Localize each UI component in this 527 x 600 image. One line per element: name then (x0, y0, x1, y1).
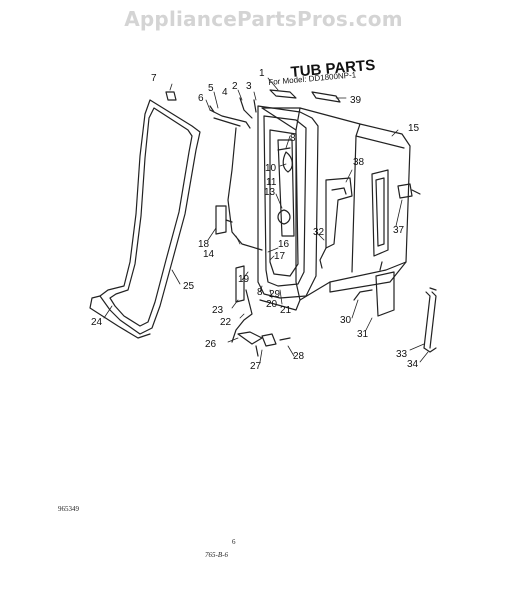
watermark-text: AppliancePartsPros.com (124, 7, 403, 31)
callout-13: 13 (264, 187, 276, 198)
callout-38: 38 (353, 157, 365, 168)
corner-clip-part (165, 91, 177, 101)
top-bracket-part (239, 89, 341, 119)
callout-19: 19 (238, 274, 250, 285)
callout-34: 34 (407, 359, 419, 370)
callout-15: 15 (408, 123, 420, 134)
lower-hinge-part (231, 265, 291, 357)
callout-8: 8 (290, 133, 296, 144)
callout-33: 33 (396, 349, 408, 360)
callout-29: 29 (269, 289, 281, 300)
callout-18: 18 (198, 239, 210, 250)
callout-24: 24 (91, 317, 103, 328)
callout-20: 20 (266, 299, 278, 310)
callout-1: 1 (259, 68, 265, 79)
hinge-cable-part (209, 105, 263, 251)
callout-10: 10 (265, 163, 277, 174)
page-number: 6 (232, 538, 236, 546)
callout-31: 31 (357, 329, 369, 340)
callout-3: 3 (246, 81, 252, 92)
drain-hose-part (353, 261, 395, 317)
right-spring-part (397, 183, 421, 199)
callout-14: 14 (203, 249, 215, 260)
callout-37: 37 (393, 225, 405, 236)
callout-4: 4 (222, 87, 228, 98)
leader-lines (103, 77, 429, 363)
tub-side-panel-part (259, 107, 411, 311)
callout-22: 22 (220, 317, 232, 328)
callout-27: 27 (250, 361, 262, 372)
drawing-id: 965349 (58, 505, 79, 513)
callout-39: 39 (350, 95, 362, 106)
callout-23: 23 (212, 305, 224, 316)
callout-11: 11 (266, 177, 277, 188)
callout-25: 25 (183, 281, 195, 292)
callout-28: 28 (293, 351, 305, 362)
tub-front-frame-part (257, 105, 319, 299)
callout-7: 7 (151, 73, 157, 84)
callout-5: 5 (208, 83, 214, 94)
page-code: 765-B-6 (205, 551, 228, 559)
callout-16: 16 (278, 239, 290, 250)
callout-17: 17 (274, 251, 286, 262)
callout-6: 6 (198, 93, 204, 104)
door-gasket-part (89, 99, 201, 339)
callout-21: 21 (280, 305, 292, 316)
callout-32: 32 (313, 227, 325, 238)
left-bracket-part (215, 205, 233, 235)
callout-26: 26 (205, 339, 217, 350)
callout-8b: 8 (257, 287, 263, 298)
callout-2: 2 (232, 81, 238, 92)
callout-30: 30 (340, 315, 352, 326)
spray-pipe-part (423, 287, 437, 353)
